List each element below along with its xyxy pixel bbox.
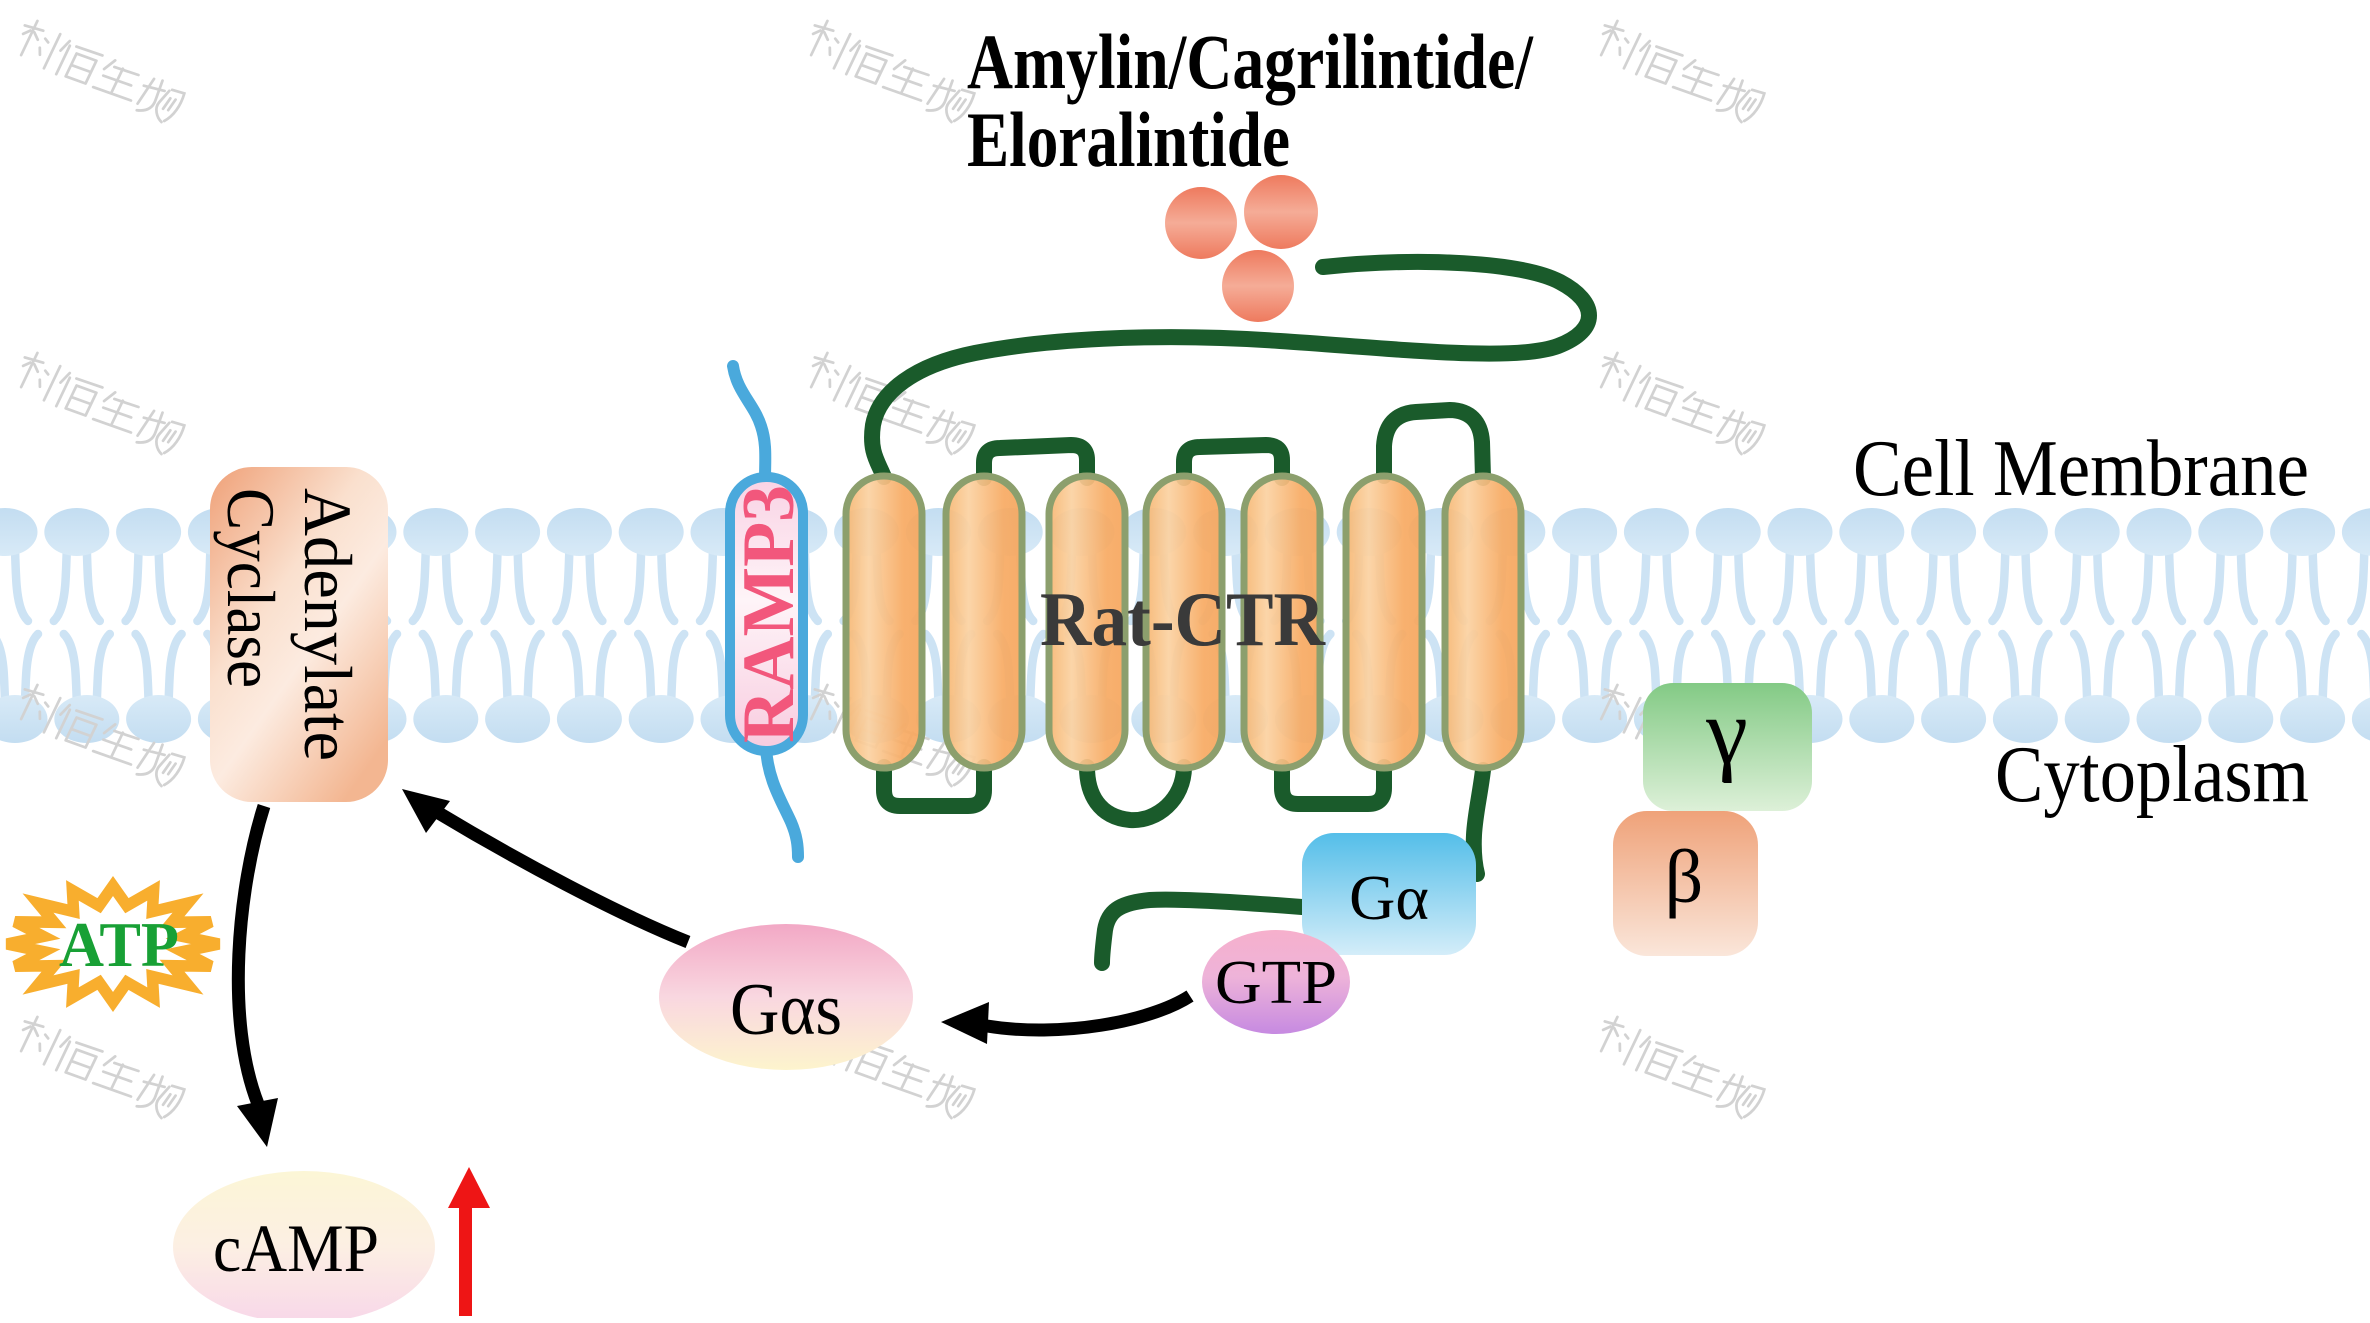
svg-text:Rat-CTR: Rat-CTR (1040, 576, 1326, 662)
svg-text:γ: γ (1705, 680, 1748, 784)
svg-text:β: β (1665, 835, 1704, 919)
svg-text:Amylin/Cagrilintide/: Amylin/Cagrilintide/ (967, 18, 1534, 105)
svg-text:RAMP3: RAMP3 (728, 485, 810, 743)
svg-text:Gα: Gα (1349, 862, 1429, 933)
svg-text:Adenylate: Adenylate (290, 488, 366, 761)
svg-text:Cyclase: Cyclase (213, 488, 289, 688)
svg-text:Cell Membrane: Cell Membrane (1853, 425, 2309, 513)
svg-text:Eloralintide: Eloralintide (967, 96, 1290, 183)
svg-text:ATP: ATP (59, 909, 179, 980)
svg-text:cAMP: cAMP (213, 1210, 379, 1286)
svg-text:GTP: GTP (1215, 949, 1337, 1017)
svg-text:Cytoplasm: Cytoplasm (1995, 731, 2309, 819)
svg-text:Gαs: Gαs (730, 969, 842, 1051)
